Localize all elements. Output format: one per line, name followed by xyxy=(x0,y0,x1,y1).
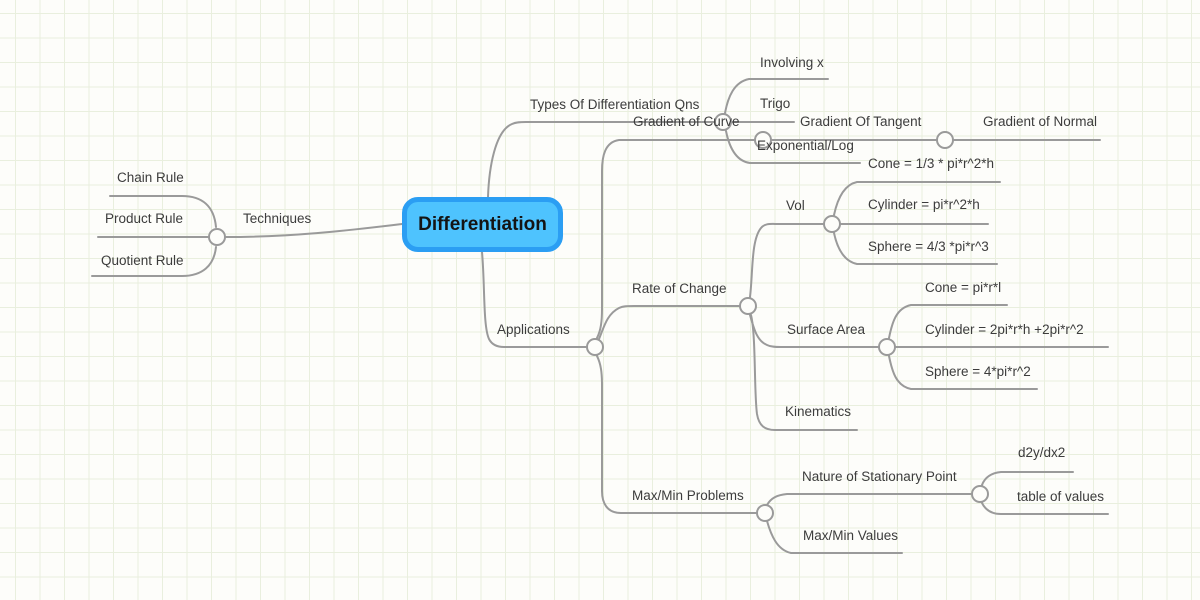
connector-rate-of-change xyxy=(598,305,740,340)
node-differentiation[interactable]: Differentiation xyxy=(402,197,563,252)
node-surface-area-sphere[interactable]: Sphere = 4*pi*r^2 xyxy=(925,364,1031,379)
node-nature-of-stationary-point[interactable]: Nature of Stationary Point xyxy=(802,469,957,484)
connector-root-applications xyxy=(481,251,587,348)
node-kinematics[interactable]: Kinematics xyxy=(785,404,852,419)
node-vol-cone[interactable]: Cone = 1/3 * pi*r^2*h xyxy=(868,156,995,171)
connector-vol xyxy=(749,222,824,298)
connector-surface-area-sphere xyxy=(888,355,1038,390)
node-rate-of-change[interactable]: Rate of Change xyxy=(632,281,727,296)
node-product-rule[interactable]: Product Rule xyxy=(105,211,184,226)
collapse-toggle-vol[interactable] xyxy=(823,215,841,233)
node-gradient-of-tangent[interactable]: Gradient Of Tangent xyxy=(800,114,922,129)
connector-quotient-rule xyxy=(91,246,217,277)
node-gradient-of-normal[interactable]: Gradient of Normal xyxy=(983,114,1098,129)
collapse-toggle-nature-of-stationary-point[interactable] xyxy=(971,485,989,503)
collapse-toggle-max-min-problems[interactable] xyxy=(756,504,774,522)
node-surface-area[interactable]: Surface Area xyxy=(787,322,866,337)
connector-techniques-root xyxy=(225,223,403,238)
node-techniques[interactable]: Techniques xyxy=(243,211,312,226)
node-applications[interactable]: Applications xyxy=(497,322,570,337)
node-d2y-dx2[interactable]: d2y/dx2 xyxy=(1018,445,1066,460)
connector-kinematics xyxy=(750,314,858,431)
connector-surface-area-cone xyxy=(888,304,1008,339)
node-vol-cylinder[interactable]: Cylinder = pi*r^2*h xyxy=(868,197,980,212)
collapse-toggle-gradient-of-curve[interactable] xyxy=(754,131,772,149)
node-exponential-log[interactable]: Exponential/Log xyxy=(757,138,854,153)
connector-gradient-of-curve xyxy=(596,139,755,339)
connector-max-min-problems xyxy=(596,355,757,514)
node-vol[interactable]: Vol xyxy=(786,198,805,213)
connector-exponential-log xyxy=(725,130,861,164)
connector-root-types-of-qns xyxy=(487,121,715,198)
node-surface-area-cone[interactable]: Cone = pi*r*l xyxy=(925,280,1002,295)
connector-vol-sphere xyxy=(833,232,998,265)
node-surface-area-cylinder[interactable]: Cylinder = 2pi*r*h +2pi*r^2 xyxy=(925,322,1084,337)
connector-vol-cone xyxy=(833,181,1001,216)
collapse-toggle-gradient-of-tangent[interactable] xyxy=(936,131,954,149)
connector-nature-of-stationary-point xyxy=(766,493,972,506)
node-differentiation-label: Differentiation xyxy=(418,213,547,235)
collapse-toggle-rate-of-change[interactable] xyxy=(739,297,757,315)
node-max-min-values[interactable]: Max/Min Values xyxy=(803,528,899,543)
node-vol-sphere[interactable]: Sphere = 4/3 *pi*r^3 xyxy=(868,239,989,254)
node-involving-x[interactable]: Involving x xyxy=(760,55,824,70)
node-gradient-of-curve[interactable]: Gradient of Curve xyxy=(633,114,740,129)
collapse-toggle-applications[interactable] xyxy=(586,338,604,356)
collapse-toggle-techniques[interactable] xyxy=(208,228,226,246)
node-types-of-differentiation-qns[interactable]: Types Of Differentiation Qns xyxy=(530,97,700,112)
node-quotient-rule[interactable]: Quotient Rule xyxy=(101,253,184,268)
connector-involving-x xyxy=(724,78,829,114)
connector-max-min-values xyxy=(766,520,903,554)
collapse-toggle-types-of-qns[interactable] xyxy=(714,113,732,131)
node-trigo[interactable]: Trigo xyxy=(760,96,791,111)
node-table-of-values[interactable]: table of values xyxy=(1017,489,1105,504)
connector-table-of-values xyxy=(981,502,1109,515)
node-chain-rule[interactable]: Chain Rule xyxy=(117,170,184,185)
connector-d2y-dx2 xyxy=(981,471,1074,486)
connector-chain-rule xyxy=(109,195,217,228)
node-max-min-problems[interactable]: Max/Min Problems xyxy=(632,488,744,503)
collapse-toggle-surface-area[interactable] xyxy=(878,338,896,356)
